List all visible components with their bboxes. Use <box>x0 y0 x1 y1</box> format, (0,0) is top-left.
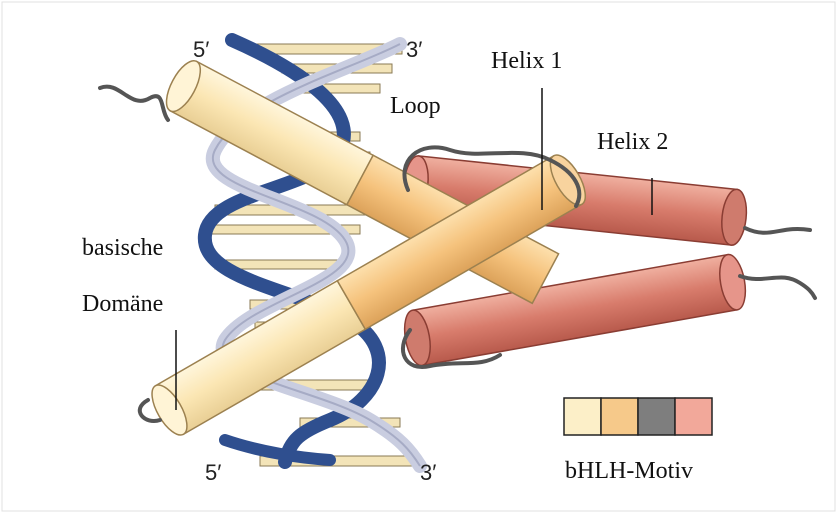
legend-swatch-helix2 <box>675 398 712 435</box>
legend-swatch-basic-domain <box>564 398 601 435</box>
legend-swatch-helix1 <box>601 398 638 435</box>
dna-label-top-left: 5′ <box>193 37 209 62</box>
helix2-label: Helix 2 <box>597 129 668 155</box>
legend-caption: bHLH-Motiv <box>565 458 693 484</box>
loop-label: Loop <box>390 93 441 119</box>
legend-swatch-loop <box>638 398 675 435</box>
dna-label-top-right: 3′ <box>406 37 422 62</box>
dna-label-bottom-left: 5′ <box>205 460 221 485</box>
basic-domain-label-line2: Domäne <box>82 291 163 317</box>
dna-label-bottom-right: 3′ <box>420 460 436 485</box>
helix1-label: Helix 1 <box>491 48 562 74</box>
basic-domain-label-line1: basische <box>82 235 163 261</box>
